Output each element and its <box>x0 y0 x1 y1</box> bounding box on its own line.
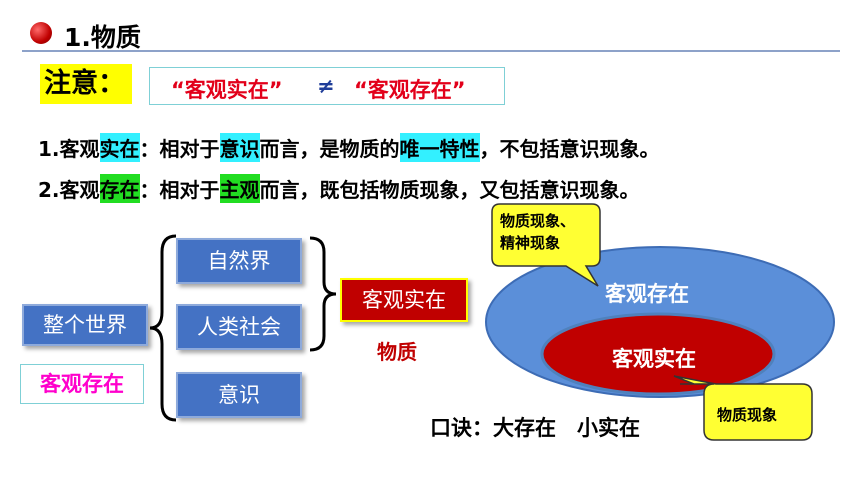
definition-line-1: 1.客观实在：相对于意识而言，是物质的唯一特性，不包括意识现象。 <box>38 133 660 162</box>
line2-text-2: ：相对于 <box>139 178 220 202</box>
callout-top-shape <box>491 203 601 287</box>
venn-inner-label: 客观实在 <box>612 347 696 371</box>
callout-bottom-text: 物质现象 <box>717 406 778 424</box>
item-society: 人类社会 <box>176 304 302 350</box>
line2-text-1: 2.客观 <box>38 178 100 202</box>
notice-left-quote: “客观实在” <box>171 78 283 102</box>
mnemonic-text: 口诀：大存在 小实在 <box>430 416 640 440</box>
venn-outer-label: 客观存在 <box>605 282 689 306</box>
notice-label: 注意： <box>40 64 132 104</box>
callout-bottom-shape <box>673 375 813 441</box>
line2-highlight-2: 主观 <box>219 174 260 203</box>
inner-ellipse <box>540 312 776 396</box>
line2-highlight-1: 存在 <box>99 174 140 203</box>
not-equal-symbol: ≠ <box>317 74 335 98</box>
line2-text-3: 而言，既包括物质现象，又包括意识现象。 <box>259 178 640 202</box>
world-tag: 客观存在 <box>20 364 144 404</box>
definition-line-2: 2.客观存在：相对于主观而言，既包括物质现象，又包括意识现象。 <box>38 174 640 203</box>
notice-box <box>149 67 505 105</box>
objective-reality-box: 客观实在 <box>340 278 468 322</box>
line1-highlight-1: 实在 <box>99 133 140 162</box>
line1-text-2: ：相对于 <box>139 137 220 161</box>
line1-text-4: ，不包括意识现象。 <box>479 137 660 161</box>
line1-text-1: 1.客观 <box>38 137 100 161</box>
callout-top-text: 物质现象、 精神现象 <box>500 210 575 254</box>
line1-text-3: 而言，是物质的 <box>259 137 400 161</box>
venn-diagram <box>485 246 835 398</box>
line1-highlight-2: 意识 <box>219 133 260 162</box>
item-nature: 自然界 <box>176 238 302 284</box>
right-brace <box>309 236 337 352</box>
notice-right-quote: “客观存在” <box>354 78 466 102</box>
matter-label: 物质 <box>377 340 417 364</box>
item-consciousness: 意识 <box>176 372 302 418</box>
world-box: 整个世界 <box>22 304 148 346</box>
page-title: 1.物质 <box>64 23 141 52</box>
bullet-dot <box>30 22 52 44</box>
left-brace <box>149 234 177 422</box>
callout-top-line-1: 物质现象、 <box>500 212 576 230</box>
line1-highlight-3: 唯一特性 <box>399 133 480 162</box>
header-divider <box>22 50 840 52</box>
callout-top-line-2: 精神现象 <box>500 234 561 252</box>
